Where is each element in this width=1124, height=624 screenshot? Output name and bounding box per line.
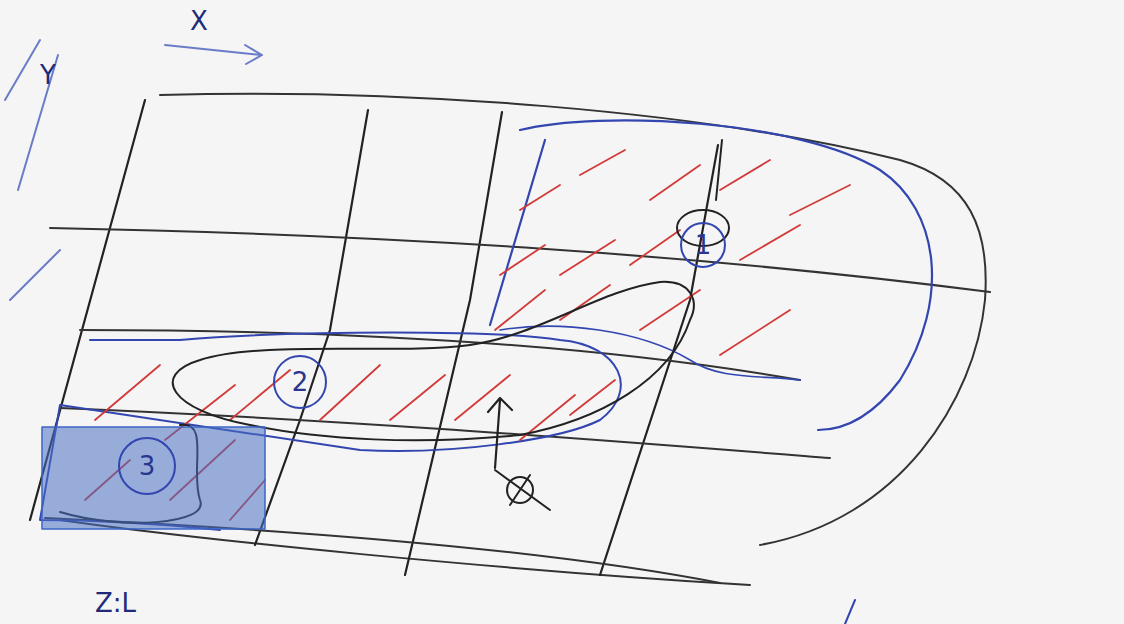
callout-number: 1 [695, 232, 712, 258]
callout-circle: 1 [680, 222, 726, 268]
axis-label: X [190, 8, 208, 34]
callout-number: 3 [139, 453, 156, 479]
axis-label: Z:L [95, 590, 136, 616]
callout-number: 2 [292, 369, 309, 395]
axis-label: Y [40, 62, 56, 88]
callout-circle: 3 [118, 437, 176, 495]
callout-circle: 2 [273, 355, 327, 409]
